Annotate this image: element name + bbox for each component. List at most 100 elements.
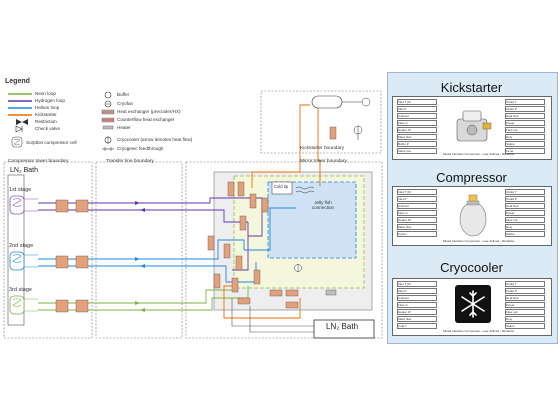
mirror-cryocooler — [294, 264, 302, 272]
sorption-cell-stage2 — [9, 251, 25, 271]
cryocooler-input[interactable]: Mass flow — [397, 316, 437, 322]
kickstarter-output[interactable]: Duty — [505, 134, 545, 140]
kickstarter-cryocooler — [353, 125, 363, 140]
kickstarter-input[interactable]: Mass flow — [397, 134, 437, 140]
cryocooler-input[interactable]: Inlet P — [397, 288, 437, 294]
cryocooler-output[interactable]: Duty — [505, 316, 545, 322]
stage-3-label: 3rd stage — [9, 287, 32, 293]
legend-feedthrough-label: Cryogenic feedthrough — [117, 146, 164, 151]
compressor-input[interactable]: Inlet P — [397, 196, 437, 202]
kickstarter-output[interactable]: Outlet T — [505, 99, 545, 105]
compressor-output[interactable]: Power — [505, 210, 545, 216]
jelly-fish-label: Jelly fish connection — [311, 200, 335, 210]
kickstarter-input[interactable]: Buffer P — [397, 141, 437, 147]
cryocooler-model-box[interactable]: Inlet T (K) Inlet P Ambient Flow in Heat… — [392, 278, 552, 336]
cryocooler-output[interactable]: Heat flow — [505, 295, 545, 301]
neon-loop-pipes — [38, 286, 249, 311]
legend-title: Legend — [5, 78, 30, 85]
kickstarter-footer: Model Interface Component - user defined… — [443, 152, 514, 156]
kickstarter-input[interactable]: Heater W — [397, 127, 437, 133]
compressor-output[interactable]: Duty — [505, 224, 545, 230]
legend-hx-label: Heat exchanger (precooler/HX) — [117, 109, 181, 114]
feedthrough-icon — [102, 147, 114, 151]
transfer-boundary-label: Transfer line boundary — [106, 159, 154, 164]
cryocooler-output[interactable]: Flow out — [505, 309, 545, 315]
compressor-output[interactable]: Heat flow — [505, 203, 545, 209]
heat-exchanger-icon — [101, 109, 115, 115]
sorption-cell-stage3 — [9, 295, 25, 315]
compressor-device-icon — [459, 194, 487, 237]
cryocooler-input[interactable]: Heater W — [397, 309, 437, 315]
mirror-tower-boundary — [185, 161, 383, 339]
kickstarter-outputs: Outlet T Outlet P Heat flow Power Flow o… — [505, 99, 545, 154]
counterflow-hx-icon — [101, 117, 115, 123]
compressor-output[interactable]: Outlet P — [505, 196, 545, 202]
compressor-footer: Model Interface Component - user defined… — [443, 239, 514, 243]
legend-counterflow-label: Counterflow heat exchanger — [117, 117, 175, 122]
cryocooler-input[interactable]: Cold T — [397, 323, 437, 329]
mirror-boundary-label: Mirror tower boundary — [300, 159, 347, 164]
cryocooler-input[interactable]: Inlet T (K) — [397, 281, 437, 287]
compressor-output[interactable]: Status — [505, 231, 545, 237]
compressor-output[interactable]: Outlet T — [505, 189, 545, 195]
cryocooler-output[interactable]: Outlet T — [505, 281, 545, 287]
legend-heater-label: Heater — [117, 125, 131, 130]
kickstarter-output[interactable]: Status — [505, 141, 545, 147]
kickstarter-buffer — [311, 95, 371, 109]
kickstarter-pipes — [223, 104, 321, 319]
sorption-cell-icon — [11, 136, 23, 148]
jelly-fish-symbol — [295, 186, 315, 194]
kickstarter-input[interactable]: Inlet T (K) — [397, 99, 437, 105]
transfer-line-boundary — [95, 161, 183, 339]
legend-kickstarter-label: Kickstarter — [35, 112, 57, 117]
legend-cryofan-label: Cryofan — [117, 101, 134, 106]
cryocooler-panel-title: Cryocooler — [440, 260, 503, 275]
kickstarter-hx — [329, 126, 337, 140]
kickstarter-model-box[interactable]: Inlet T (K) Inlet P Ambient Flow in Heat… — [392, 96, 552, 160]
compressor-model-box[interactable]: Inlet T (K) Inlet P Ambient Flow in Heat… — [392, 186, 552, 246]
kickstarter-output[interactable]: Flow out — [505, 127, 545, 133]
compressor-panel-title: Compressor — [436, 170, 507, 185]
ln2-bath-right-label: LN₂ Bath — [326, 322, 359, 331]
legend-neon-label: Neon loop — [35, 91, 56, 96]
kickstarter-output[interactable]: Level — [505, 148, 545, 154]
cryocooler-inputs: Inlet T (K) Inlet P Ambient Flow in Heat… — [397, 281, 437, 329]
compressor-boundary-label: Compressor tower boundary — [8, 159, 69, 164]
stage-1-label: 1st stage — [9, 187, 32, 193]
compressor-input[interactable]: Cycle t — [397, 231, 437, 237]
stage-2-label: 2nd stage — [9, 243, 34, 249]
compressor-input[interactable]: Mass flow — [397, 224, 437, 230]
compressor-input[interactable]: Flow in — [397, 210, 437, 216]
compressor-output[interactable]: Flow out — [505, 217, 545, 223]
legend-cryocooler-label: Cryocooler (arrow denotes heat flow) — [117, 137, 193, 142]
compressor-input[interactable]: Inlet T (K) — [397, 189, 437, 195]
cryocooler-output[interactable]: Status — [505, 323, 545, 329]
kickstarter-input[interactable]: Ambient — [397, 113, 437, 119]
kickstarter-boundary-label: Kickstarter boundary — [300, 146, 344, 151]
compressor-input[interactable]: Heater W — [397, 217, 437, 223]
cryocooler-input[interactable]: Ambient — [397, 295, 437, 301]
compressor-inputs: Inlet T (K) Inlet P Ambient Flow in Heat… — [397, 189, 437, 237]
cryocooler-input[interactable]: Flow in — [397, 302, 437, 308]
legend-sorption-label: Sorption compressor cell — [26, 140, 77, 145]
ln2-bath-left-label: LN₂ Bath — [10, 167, 39, 174]
legend-restriction-label: Restriction — [35, 119, 57, 124]
kickstarter-input[interactable]: Valve pos — [397, 148, 437, 154]
kickstarter-input[interactable]: Flow in — [397, 120, 437, 126]
kickstarter-output[interactable]: Outlet P — [505, 106, 545, 112]
ln2-lines — [231, 298, 314, 333]
compressor-outputs: Outlet T Outlet P Heat flow Power Flow o… — [505, 189, 545, 237]
mirror-hx-cluster — [207, 181, 337, 309]
cryocooler-output[interactable]: Power — [505, 302, 545, 308]
compressor-input[interactable]: Ambient — [397, 203, 437, 209]
buffer-icon — [104, 91, 112, 99]
cryocooler-footer: Model Interface Component - user defined… — [443, 329, 514, 333]
kickstarter-output[interactable]: Heat flow — [505, 113, 545, 119]
cold-tip-zone — [267, 181, 357, 259]
kickstarter-output[interactable]: Power — [505, 120, 545, 126]
cryocooler-output[interactable]: Outlet P — [505, 288, 545, 294]
kickstarter-input[interactable]: Inlet P — [397, 106, 437, 112]
legend-check-valve-label: Check valve — [35, 126, 61, 131]
legend-buffer-label: Buffer — [117, 92, 130, 97]
